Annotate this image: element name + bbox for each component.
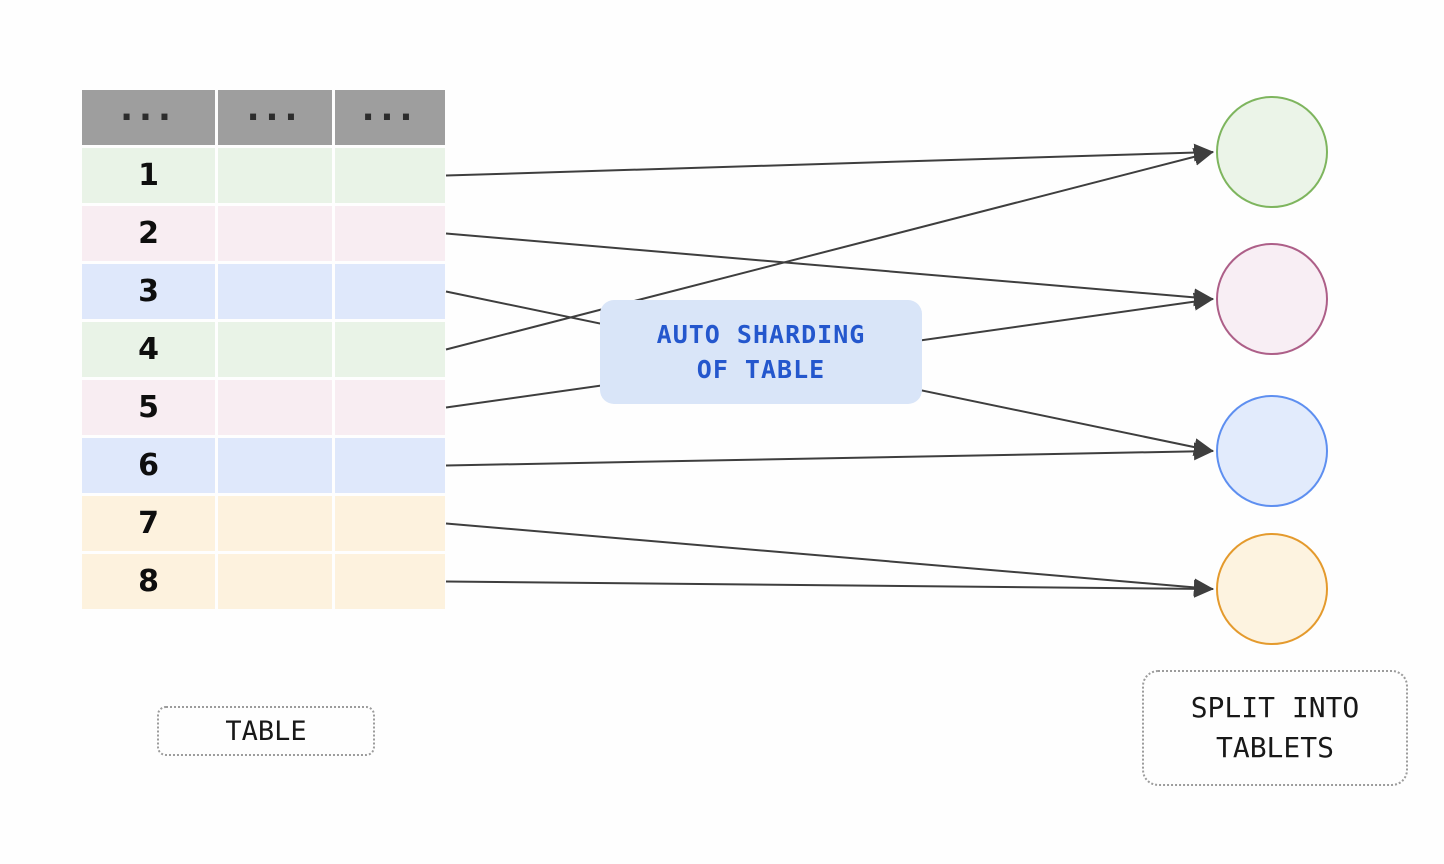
tablets-label-line-1: SPLIT INTO [1190,691,1360,725]
arrow-row-1-to-green [445,143,1214,177]
auto-sharding-box: AUTO SHARDING OF TABLE [600,300,922,404]
arrow-row-8-to-orange [445,579,1214,598]
table-row-number: 7 [82,496,215,551]
table-row-4: 4 [82,322,445,377]
table-cell [335,554,445,609]
table-row-number: 4 [82,322,215,377]
table-row-5: 5 [82,380,445,435]
table-cell [218,322,332,377]
table-header-cell: ... [335,89,445,145]
table-header-cell: ... [218,89,332,145]
table-cell [335,264,445,319]
table-cell [218,206,332,261]
table-cell [218,438,332,493]
arrow-row-6-to-blue [445,442,1214,467]
table-row-7: 7 [82,496,445,551]
table-cell [335,438,445,493]
table-cell [218,380,332,435]
table-cell [218,496,332,551]
table-header-row: ......... [82,89,445,145]
split-into-tablets-label: SPLIT INTO TABLETS [1142,670,1408,786]
auto-sharding-label-line-2: OF TABLE [696,355,826,384]
arrow-row-7-to-orange [445,522,1214,597]
table-label: TABLE [157,706,375,756]
table-cell [218,148,332,203]
arrow-row-2-to-pink [445,232,1214,307]
table-cell [335,496,445,551]
tablet-circle-pink [1216,243,1328,355]
table-header-cell: ... [82,89,215,145]
table-cell [335,380,445,435]
table-row-number: 5 [82,380,215,435]
table-row-number: 1 [82,148,215,203]
tablets-label-line-2: TABLETS [1215,731,1334,764]
table-row-2: 2 [82,206,445,261]
table-row-number: 2 [82,206,215,261]
tablet-circle-orange [1216,533,1328,645]
tablet-circle-blue [1216,395,1328,507]
table-row-number: 8 [82,554,215,609]
table-cell [335,322,445,377]
table-row-8: 8 [82,554,445,609]
table-cell [218,264,332,319]
table-cell [218,554,332,609]
table-row-number: 6 [82,438,215,493]
auto-sharding-label-line-1: AUTO SHARDING [656,319,866,349]
table-row-3: 3 [82,264,445,319]
table-row-6: 6 [82,438,445,493]
table-cell [335,206,445,261]
table-cell [335,148,445,203]
table-row-1: 1 [82,148,445,203]
table-label-text: TABLE [225,715,307,747]
table-row-number: 3 [82,264,215,319]
tablet-circle-green [1216,96,1328,208]
